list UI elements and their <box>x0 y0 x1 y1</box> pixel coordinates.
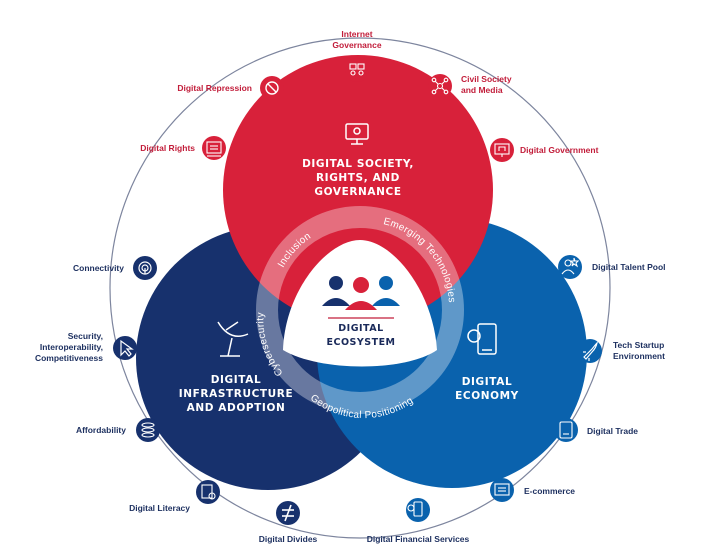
cursor-icon <box>120 339 134 357</box>
satellite-dish-icon <box>217 321 249 357</box>
svg-text:Governance: Governance <box>332 40 381 50</box>
svg-text:Interoperability,: Interoperability, <box>40 342 103 352</box>
government-screen-icon <box>494 143 510 157</box>
svg-text:INFRASTRUCTURE: INFRASTRUCTURE <box>179 388 293 400</box>
node-digital-literacy[interactable]: Digital Literacy <box>129 480 220 513</box>
svg-text:DIGITAL: DIGITAL <box>462 376 513 388</box>
rocket-icon <box>583 341 598 361</box>
svg-text:Digital Trade: Digital Trade <box>587 426 638 436</box>
person-star-icon <box>561 257 580 275</box>
svg-text:Digital Repression: Digital Repression <box>177 83 252 93</box>
svg-text:RIGHTS, AND: RIGHTS, AND <box>316 172 400 184</box>
people-group-icon <box>322 276 400 310</box>
node-digital-repression[interactable]: Digital Repression <box>177 76 284 100</box>
mobile-money-icon <box>407 501 423 517</box>
svg-text:GOVERNANCE: GOVERNANCE <box>314 186 401 198</box>
people-chat-icon <box>349 63 365 76</box>
not-equal-icon <box>282 504 294 522</box>
node-digital-government[interactable]: Digital Government <box>490 138 599 162</box>
economy-title: DIGITAL ECONOMY <box>455 376 519 402</box>
svg-text:Security,: Security, <box>68 331 103 341</box>
svg-text:Affordability: Affordability <box>76 425 126 435</box>
svg-text:Competitiveness: Competitiveness <box>35 353 103 363</box>
monitor-icon <box>345 123 369 145</box>
svg-text:Digital Literacy: Digital Literacy <box>129 503 190 513</box>
node-civil-society[interactable]: Civil Society and Media <box>428 74 512 98</box>
society-circle <box>223 55 493 325</box>
node-connectivity[interactable]: Connectivity <box>73 256 157 280</box>
svg-text:Civil Society: Civil Society <box>461 74 512 84</box>
node-digital-financial[interactable]: Digital Financial Services <box>367 498 470 544</box>
svg-text:Internet: Internet <box>341 29 372 39</box>
node-security[interactable]: Security, Interoperability, Competitiven… <box>35 331 137 363</box>
wifi-signal-icon <box>138 261 152 275</box>
svg-text:DIGITAL: DIGITAL <box>211 374 262 386</box>
society-title: DIGITAL SOCIETY, RIGHTS, AND GOVERNANCE <box>302 158 414 198</box>
svg-text:Digital Talent Pool: Digital Talent Pool <box>592 262 666 272</box>
svg-text:ECONOMY: ECONOMY <box>455 390 519 402</box>
svg-text:DIGITAL SOCIETY,: DIGITAL SOCIETY, <box>302 158 414 170</box>
node-affordability[interactable]: Affordability <box>76 418 160 442</box>
node-digital-rights[interactable]: Digital Rights <box>140 136 226 160</box>
node-digital-divides[interactable]: Digital Divides <box>259 501 318 544</box>
node-tech-startup[interactable]: Tech Startup Environment <box>578 339 665 363</box>
prohibited-icon <box>265 81 279 95</box>
node-ecommerce[interactable]: E-commerce <box>490 478 575 502</box>
infrastructure-title: DIGITAL INFRASTRUCTURE AND ADOPTION <box>179 374 293 414</box>
svg-text:Tech Startup: Tech Startup <box>613 340 664 350</box>
svg-text:AND ADOPTION: AND ADOPTION <box>187 402 286 414</box>
tablet-icon <box>559 421 573 439</box>
svg-text:Connectivity: Connectivity <box>73 263 124 273</box>
network-icon <box>431 77 449 95</box>
svg-text:Digital Rights: Digital Rights <box>140 143 195 153</box>
svg-text:Digital Government: Digital Government <box>520 145 599 155</box>
node-internet-governance[interactable]: Internet Governance <box>332 29 382 82</box>
shopping-cart-icon <box>494 483 510 496</box>
svg-text:and Media: and Media <box>461 85 503 95</box>
svg-text:Digital Divides: Digital Divides <box>259 534 318 544</box>
center-title-line1: DIGITAL <box>338 323 383 334</box>
coins-icon <box>141 422 155 438</box>
center-title-line2: ECOSYSTEM <box>326 337 395 348</box>
cross-cutting-ring <box>256 206 464 414</box>
rights-document-icon <box>206 141 222 157</box>
svg-text:Environment: Environment <box>613 351 665 361</box>
document-user-icon <box>201 484 216 500</box>
node-talent-pool[interactable]: Digital Talent Pool <box>558 255 666 279</box>
outer-ring <box>109 37 611 539</box>
svg-text:Digital Financial Services: Digital Financial Services <box>367 534 470 544</box>
mobile-payment-icon <box>467 323 497 355</box>
svg-text:E-commerce: E-commerce <box>524 486 575 496</box>
node-digital-trade[interactable]: Digital Trade <box>554 418 638 442</box>
